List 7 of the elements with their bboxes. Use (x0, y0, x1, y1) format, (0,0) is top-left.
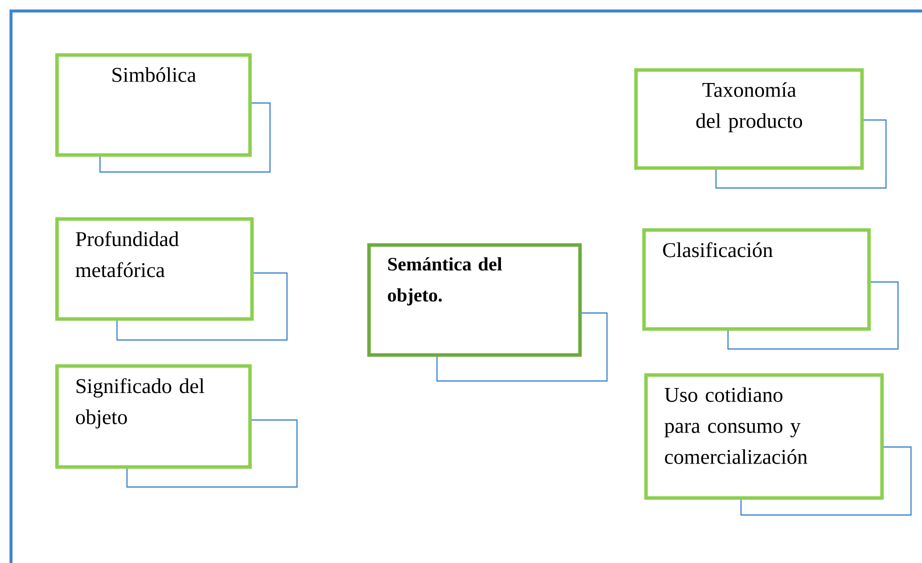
concept-box: Profundidad metafórica (55, 217, 254, 321)
concept-box: Uso cotidiano para consumo y comercialización (644, 373, 884, 500)
concept-box: Significado del objeto (55, 364, 252, 469)
concept-box: Simbólica (55, 53, 252, 157)
concept-box: Semántica del objeto. (367, 243, 582, 357)
concept-box: Taxonomía del producto (634, 68, 864, 170)
concept-box: Clasificación (642, 228, 871, 331)
